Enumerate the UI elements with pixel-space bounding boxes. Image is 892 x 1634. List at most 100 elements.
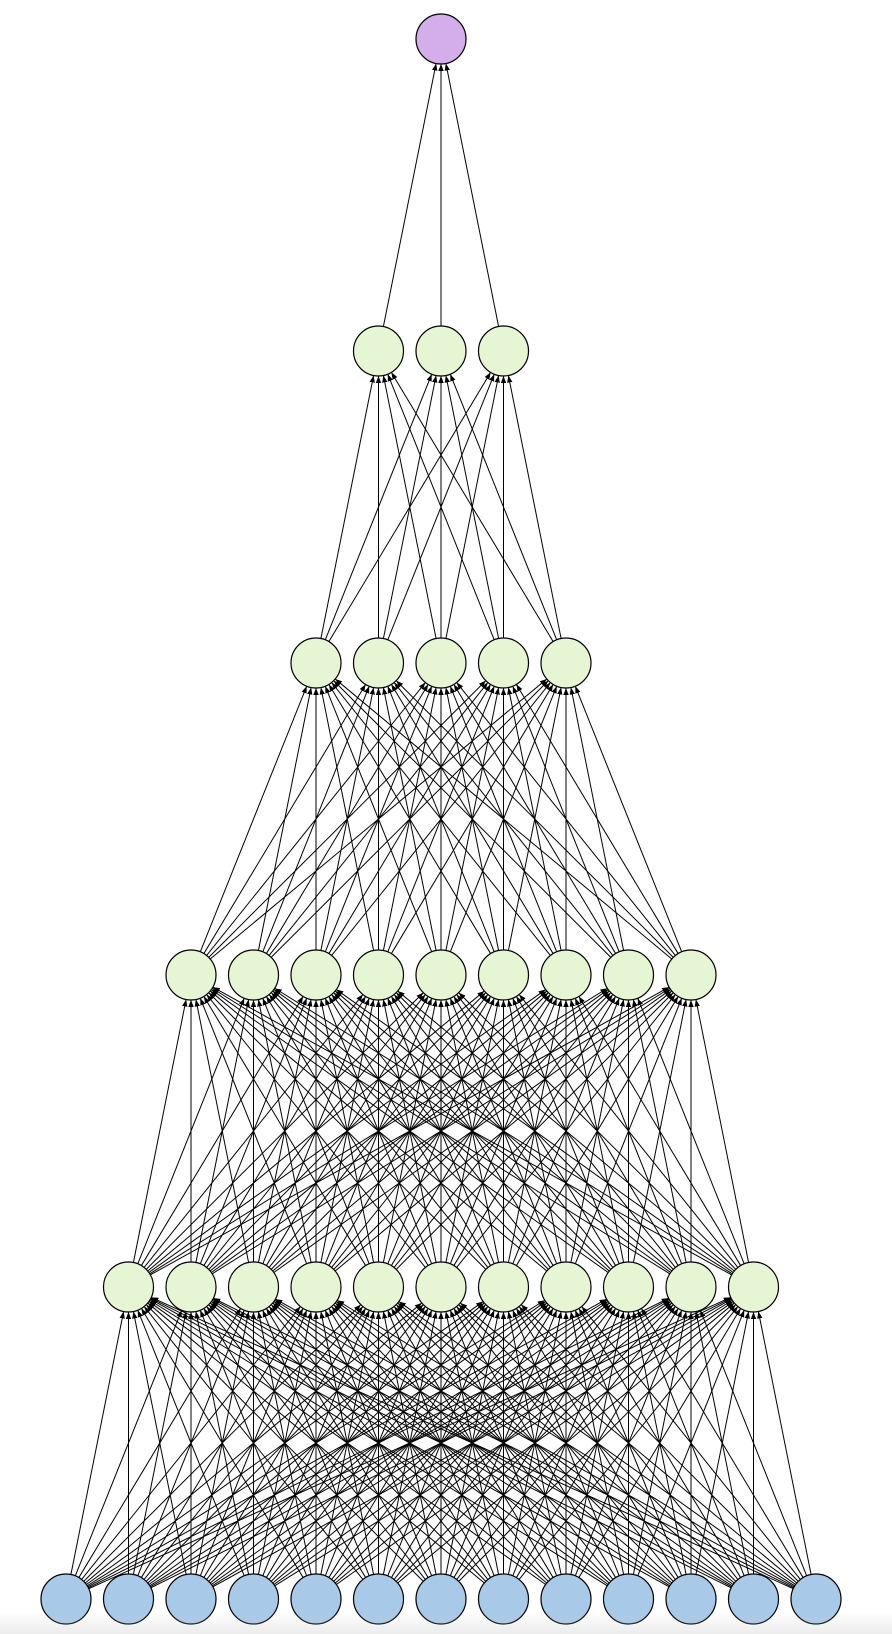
edge-l1-10-to-l2-8 — [694, 999, 750, 1263]
input-node-layer0-7 — [477, 1573, 530, 1625]
edge-l2-8-to-l3-2 — [456, 682, 676, 956]
edge-l0-12-to-l1-10 — [757, 1311, 812, 1575]
edge-l2-5-to-l3-0 — [328, 684, 492, 954]
edge-l1-10-to-l2-5 — [519, 994, 739, 1268]
hidden-node-layer1-6 — [477, 1261, 530, 1313]
edges-group — [70, 63, 812, 1590]
edge-l0-5-to-l1-0 — [144, 1306, 364, 1580]
hidden-node-layer4-1 — [415, 325, 467, 377]
nodes-group — [40, 13, 842, 1625]
input-node-layer0-12 — [790, 1573, 842, 1625]
edge-l2-7-to-l3-0 — [333, 680, 612, 958]
hidden-node-layer2-5 — [477, 949, 530, 1001]
edge-l1-8-to-l2-0 — [211, 989, 609, 1273]
edge-l0-12-to-l1-0 — [151, 1297, 794, 1590]
edge-l1-4-to-l2-0 — [203, 996, 367, 1266]
edge-l0-9-to-l1-0 — [149, 1300, 608, 1587]
hidden-node-layer4-2 — [477, 325, 530, 377]
input-node-layer0-8 — [540, 1573, 592, 1625]
edge-l1-7-to-l2-0 — [210, 990, 548, 1272]
edge-l2-1-to-l3-0 — [257, 687, 313, 951]
edge-l3-4-to-l4-0 — [391, 372, 554, 642]
edge-l2-8-to-l3-1 — [396, 680, 674, 958]
hidden-node-layer2-2 — [290, 949, 342, 1001]
hidden-node-layer1-4 — [352, 1261, 405, 1313]
hidden-node-layer1-0 — [102, 1261, 155, 1313]
edge-l1-9-to-l2-0 — [212, 988, 671, 1275]
edge-l3-4-to-l4-2 — [507, 375, 562, 639]
edge-l1-10-to-l2-4 — [458, 992, 737, 1270]
hidden-node-layer1-8 — [602, 1261, 655, 1313]
edge-l2-8-to-l3-3 — [516, 684, 679, 954]
edge-l0-12-to-l1-5 — [460, 1302, 798, 1584]
edge-l0-12-to-l1-7 — [581, 1306, 801, 1580]
output-node-layer5-0 — [415, 13, 467, 65]
edge-l1-10-to-l2-6 — [578, 996, 742, 1266]
hidden-node-layer1-2 — [227, 1261, 280, 1313]
hidden-node-layer4-0 — [352, 325, 405, 377]
edge-l0-0-to-l1-0 — [70, 1311, 125, 1575]
hidden-node-layer2-0 — [165, 949, 217, 1001]
edge-l2-8-to-l3-4 — [575, 686, 683, 952]
input-node-layer0-6 — [415, 1573, 467, 1625]
edge-l3-0-to-l4-0 — [320, 375, 375, 639]
edge-l2-6-to-l3-0 — [331, 682, 551, 956]
edge-l0-3-to-l1-0 — [137, 1310, 245, 1576]
input-node-layer0-1 — [102, 1573, 155, 1625]
hidden-node-layer2-1 — [227, 949, 280, 1001]
edge-l1-6-to-l2-0 — [208, 992, 487, 1270]
input-node-layer0-4 — [290, 1573, 342, 1625]
hidden-node-layer2-4 — [415, 949, 467, 1001]
edge-l1-5-to-l2-0 — [206, 994, 426, 1268]
edge-l0-7-to-l1-0 — [147, 1302, 485, 1584]
edge-l1-2-to-l2-0 — [194, 999, 250, 1263]
hidden-node-layer2-6 — [540, 949, 592, 1001]
hidden-node-layer1-9 — [665, 1261, 717, 1313]
edge-l2-4-to-l3-0 — [325, 686, 433, 952]
edge-l3-3-to-l4-0 — [387, 374, 495, 640]
input-node-layer0-3 — [227, 1573, 280, 1625]
edge-l0-2-to-l1-0 — [132, 1311, 187, 1575]
edge-l2-8-to-l3-0 — [335, 678, 673, 960]
hidden-node-layer3-1 — [352, 637, 405, 689]
edge-l0-12-to-l1-8 — [641, 1308, 804, 1578]
input-node-layer0-0 — [40, 1573, 92, 1625]
hidden-node-layer2-7 — [602, 949, 655, 1001]
edge-l1-10-to-l2-0 — [212, 986, 732, 1276]
edge-l1-3-to-l2-0 — [200, 998, 308, 1264]
hidden-node-layer2-8 — [665, 949, 717, 1001]
edge-l0-12-to-l1-4 — [398, 1301, 796, 1585]
hidden-node-layer1-5 — [415, 1261, 467, 1313]
hidden-node-layer3-4 — [540, 637, 592, 689]
edge-l4-2-to-l5-0 — [444, 63, 500, 327]
input-node-layer0-2 — [165, 1573, 217, 1625]
hidden-node-layer3-3 — [477, 637, 530, 689]
edge-l1-10-to-l2-2 — [336, 989, 734, 1273]
edge-l1-0-to-l2-0 — [132, 999, 188, 1263]
hidden-node-layer1-10 — [727, 1261, 780, 1313]
edge-l3-2-to-l4-0 — [382, 375, 437, 639]
input-node-layer0-9 — [602, 1573, 655, 1625]
edge-l0-8-to-l1-0 — [148, 1301, 546, 1585]
hidden-node-layer1-3 — [290, 1261, 342, 1313]
edge-l0-11-to-l1-0 — [150, 1297, 732, 1589]
edge-l0-10-to-l1-0 — [150, 1298, 670, 1588]
edge-l4-0-to-l5-0 — [382, 63, 438, 327]
edge-l3-4-to-l4-1 — [450, 374, 558, 640]
edge-l0-4-to-l1-0 — [141, 1308, 304, 1578]
edge-l0-12-to-l1-9 — [700, 1310, 808, 1576]
edge-l2-0-to-l3-0 — [199, 686, 307, 952]
hidden-node-layer3-2 — [415, 637, 467, 689]
edge-l1-10-to-l2-7 — [637, 998, 745, 1264]
hidden-node-layer1-7 — [540, 1261, 592, 1313]
edge-l0-6-to-l1-0 — [146, 1304, 424, 1582]
edge-l1-10-to-l2-3 — [397, 990, 735, 1272]
input-node-layer0-10 — [665, 1573, 717, 1625]
edge-l0-12-to-l1-2 — [275, 1298, 795, 1588]
edge-l0-12-to-l1-6 — [521, 1304, 799, 1582]
edge-l0-12-to-l1-3 — [337, 1300, 796, 1587]
edge-l2-3-to-l3-0 — [319, 687, 375, 951]
input-node-layer0-11 — [727, 1573, 780, 1625]
